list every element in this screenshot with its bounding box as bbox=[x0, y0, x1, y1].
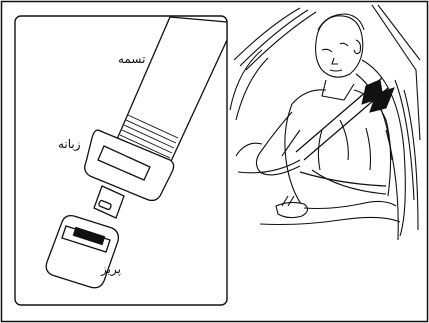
arrow-icon bbox=[361, 79, 395, 113]
car-interior-illustration bbox=[229, 4, 421, 241]
label-strap: تسمه bbox=[118, 52, 146, 66]
tongue-plate bbox=[84, 129, 175, 219]
buckle bbox=[45, 214, 120, 289]
label-tongue: زبانه bbox=[58, 137, 81, 151]
label-buckle: پریز bbox=[101, 262, 121, 276]
